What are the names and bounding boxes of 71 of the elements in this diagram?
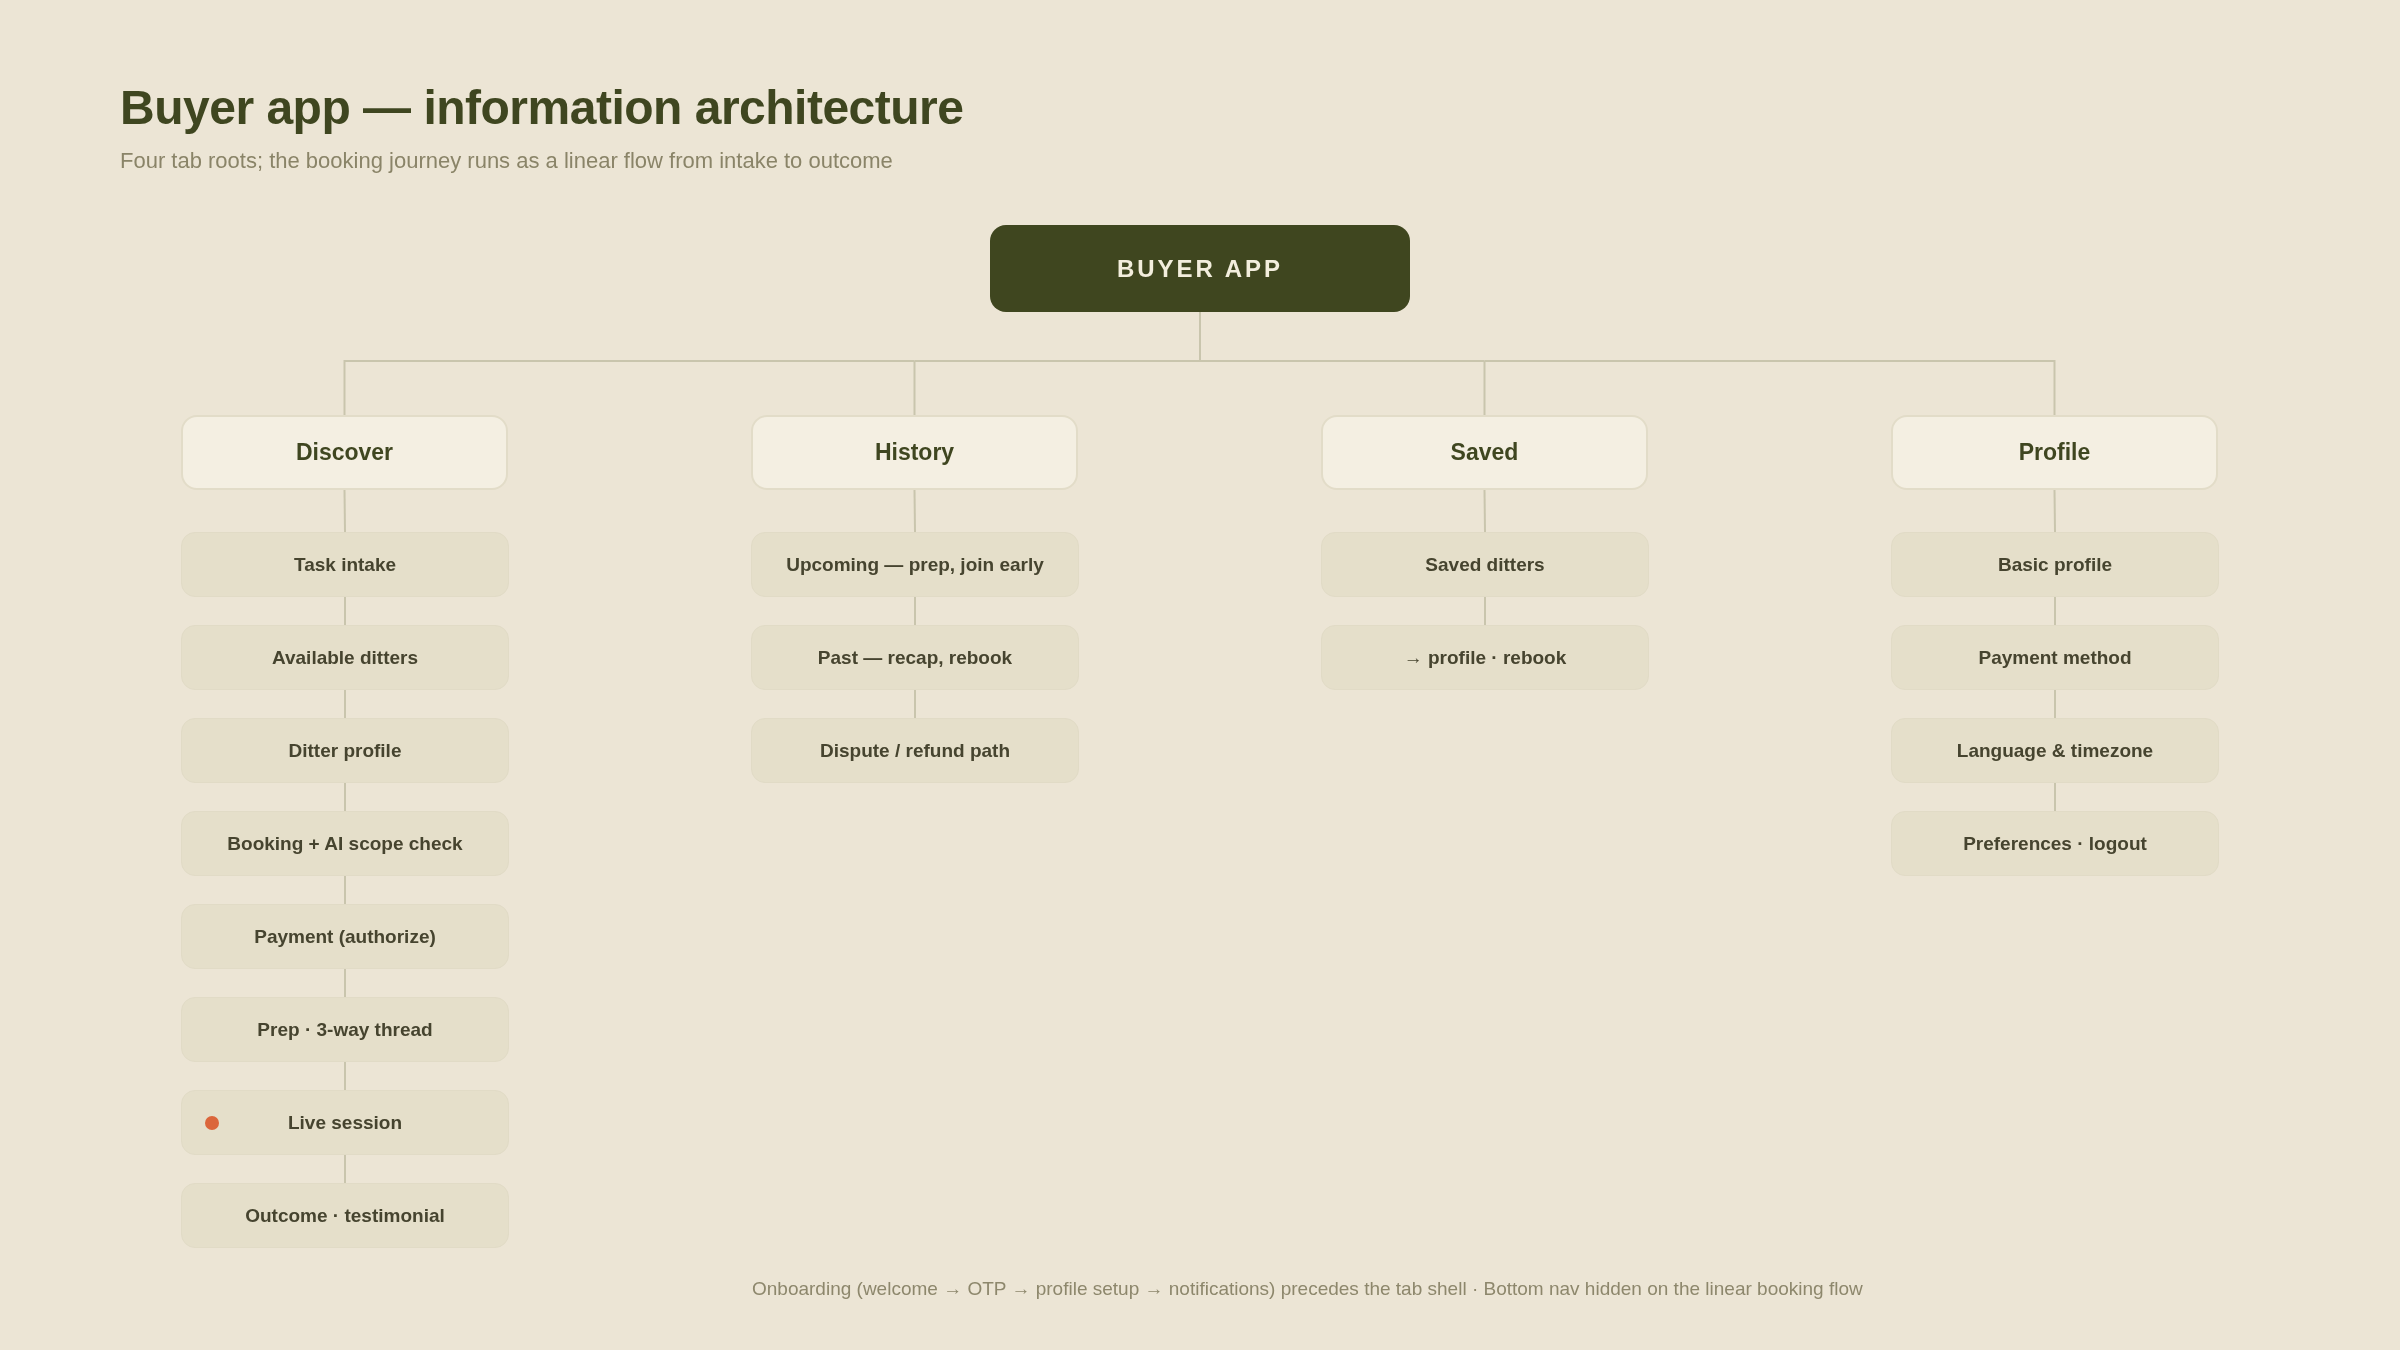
connector-line [914,596,916,626]
connector-line [344,689,346,719]
connector-line [913,360,1201,362]
screen-card [1891,718,2219,783]
connector-line [1483,489,1486,533]
connector-line [2054,782,2056,812]
connector-line [2054,689,2056,719]
screen-label: Prep · 3-way thread [257,1018,433,1041]
connector-line [1199,360,1486,362]
screen-label: Booking + AI scope check [227,832,463,855]
connector-line [344,875,346,905]
connector-line [2053,489,2056,533]
screen-label: Past — recap, rebook [817,646,1013,669]
screen-label: Upcoming — prep, join early [786,553,1044,576]
screen-card [1891,625,2219,690]
diagram-title: Buyer app — information architecture [120,80,964,136]
tab-card [1891,415,2218,490]
app-root-label: BUYER APP [1116,254,1284,283]
connector-line [344,782,346,812]
screen-label: Outcome · testimonial [245,1204,445,1227]
app-root-box [990,225,1410,312]
connector-line [1199,311,1201,362]
screen-card [181,904,509,969]
connector-line [913,360,916,416]
screen-card [181,718,509,783]
tab-card [751,415,1078,490]
tab-label: Discover [295,439,394,466]
tab-label: History [874,439,955,466]
screen-label: Task intake [293,553,397,576]
tab-card [181,415,508,490]
connector-line [344,596,346,626]
screen-label: Basic profile [1997,553,2112,576]
screen-card [751,532,1079,597]
screen-card [1891,811,2219,876]
screen-card [751,718,1079,783]
screen-card [181,1090,509,1155]
screen-label: Payment (authorize) [254,925,436,948]
screen-card [1321,532,1649,597]
screen-label: Saved ditters [1425,553,1545,576]
subtitle-text: Four tab roots; the booking journey runs as a linear flow from intake to outcome [120,148,893,174]
connector-line [2054,596,2056,626]
connector-line [1483,360,2056,416]
screen-card [181,532,509,597]
screen-label: Live session [287,1111,403,1134]
footnote-text: Onboarding (welcome → OTP → profile setup → notifications) precedes the tab shell · Bottom nav hidden on the linear booking flow [752,1278,1863,1300]
connector-line [914,689,916,719]
screen-label: Dispute / refund path [820,739,1010,762]
screen-label: → profile · rebook [1403,646,1567,669]
screen-card [1321,625,1649,690]
tab-label: Profile [2018,439,2091,466]
connector-line [344,1061,346,1091]
tab-card [1321,415,1648,490]
screen-label: Ditter profile [288,739,402,762]
tab-label: Saved [1450,439,1519,466]
connector-line [1484,596,1486,626]
screen-card [181,811,509,876]
screen-label: Language & timezone [1956,739,2154,762]
connector-line [913,489,916,533]
screen-label: Preferences · logout [1963,832,2147,855]
connector-line [343,360,916,416]
screen-label: Payment method [1978,646,2132,669]
screen-card [181,997,509,1062]
screen-card [751,625,1079,690]
screen-card [181,1183,509,1248]
connector-line [344,1154,346,1184]
screen-card [1891,532,2219,597]
connector-line [344,968,346,998]
connector-line [343,489,346,533]
screen-label: Available ditters [271,646,419,669]
screen-card [181,625,509,690]
connector-line [1483,360,1486,416]
